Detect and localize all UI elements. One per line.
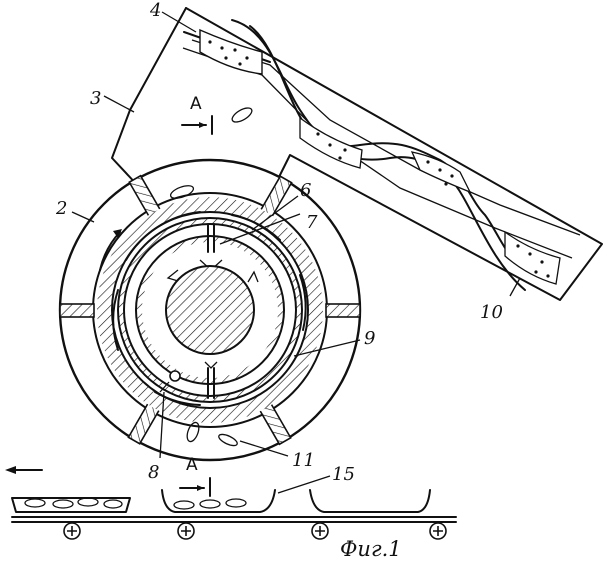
section-mark-top: A [182,94,212,134]
conveyor-direction-arrow [5,466,42,474]
label-10: 10 [480,302,503,323]
label-2: 2 [55,198,67,219]
label-6: 6 [300,180,311,201]
label-8: 8 [148,462,159,483]
figure-caption: Фиг.1 [340,537,402,561]
products-on-tray [25,498,246,509]
drum-shaft [166,266,254,354]
label-7: 7 [306,212,318,233]
output-conveyor [12,490,456,522]
label-9: 9 [364,328,375,349]
label-3: 3 [90,88,101,109]
label-15: 15 [332,464,355,485]
svg-text:A: A [190,94,202,114]
product-in-chute [230,105,254,125]
section-mark-bottom: A [180,455,210,496]
label-4: 4 [149,0,161,21]
label-11: 11 [292,450,315,471]
svg-text:A: A [186,455,198,475]
